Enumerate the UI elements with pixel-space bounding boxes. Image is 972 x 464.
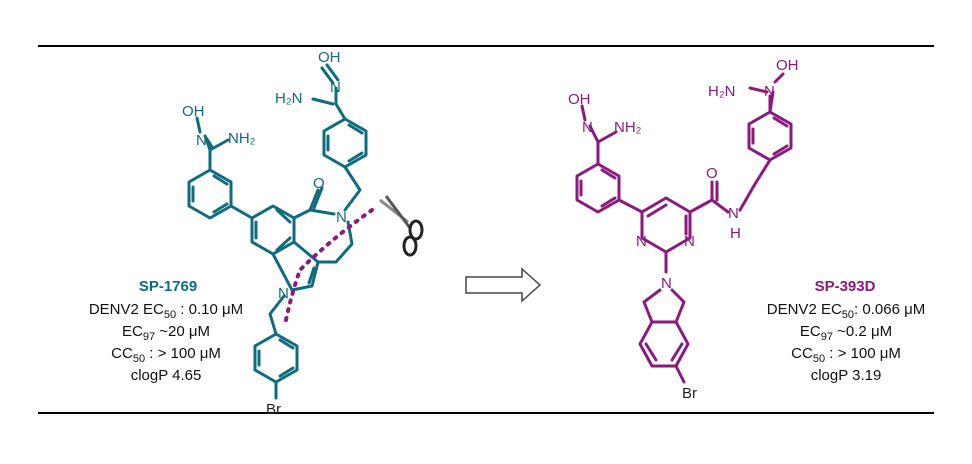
structure-sp-1769: OH N H₂N OH N NH₂ O N N Br: [182, 49, 374, 418]
right-property-line: EC97 ~0.2 μM: [800, 323, 892, 343]
atom-n-isoindoline: N: [661, 275, 672, 292]
atom-oh-left-right: OH: [568, 91, 591, 108]
property-subscript: 50: [813, 353, 825, 365]
structure-sp-393d: OH N H₂N OH N NH₂ O N H N N N Br: [568, 57, 799, 402]
property-text: CC: [111, 345, 133, 362]
atom-oh-left: OH: [182, 103, 205, 120]
property-text: clogP 3.19: [811, 367, 882, 384]
atom-n-left-right: N: [582, 119, 593, 136]
property-subscript: 50: [164, 309, 176, 321]
cleavage-line: [298, 208, 374, 272]
atom-n-amide-right: N: [728, 205, 739, 222]
right-property-line: DENV2 EC50: 0.066 μM: [767, 301, 925, 321]
atom-nh2-left-right: NH₂: [614, 119, 642, 136]
property-subscript: 50: [842, 309, 854, 321]
atom-oh-top: OH: [318, 49, 341, 66]
property-value: : > 100 μM: [825, 345, 901, 362]
left-property-line: DENV2 EC50 : 0.10 μM: [89, 301, 243, 321]
compound-name-sp-1769: SP-1769: [139, 278, 197, 295]
cleavage-line-lower: [284, 268, 302, 322]
atom-h2n-top: H₂N: [275, 90, 303, 107]
atom-n-top: N: [330, 79, 341, 96]
atom-br-left: Br: [266, 401, 281, 418]
atom-h-amide-right: H: [730, 225, 741, 242]
atom-n-amide: N: [336, 209, 347, 226]
atom-o-carbonyl: O: [313, 175, 325, 192]
scissors-icon: [379, 195, 424, 257]
right-property-line: CC50 : > 100 μM: [791, 345, 901, 365]
property-subscript: 97: [143, 331, 155, 343]
property-value: : 0.066 μM: [854, 301, 925, 318]
atom-n-pyrimidine-2: N: [684, 233, 695, 250]
atom-n-pyrimidine-1: N: [636, 233, 647, 250]
atom-nh2-left: NH₂: [228, 130, 256, 147]
property-subscript: 50: [133, 353, 145, 365]
property-text: EC: [800, 323, 821, 340]
property-value: ~0.2 μM: [833, 323, 892, 340]
property-text: EC: [122, 323, 143, 340]
compound-name-sp-393d: SP-393D: [815, 278, 876, 295]
right-property-line: clogP 3.19: [811, 367, 882, 384]
property-text: DENV2 EC: [89, 301, 164, 318]
property-subscript: 97: [821, 331, 833, 343]
atom-n-left: N: [196, 132, 207, 149]
property-text: CC: [791, 345, 813, 362]
left-property-line: clogP 4.65: [131, 367, 202, 384]
property-value: : 0.10 μM: [176, 301, 243, 318]
property-value: ~20 μM: [155, 323, 210, 340]
right-arrow-icon: [465, 267, 542, 303]
property-text: DENV2 EC: [767, 301, 842, 318]
left-property-line: CC50 : > 100 μM: [111, 345, 221, 365]
atom-h2n-top-right: H₂N: [708, 83, 736, 100]
atom-oh-top-right: OH: [776, 57, 799, 74]
atom-o-carbonyl-right: O: [706, 165, 718, 182]
atom-n-indole: N: [278, 285, 289, 302]
atom-n-top-right: N: [764, 83, 775, 100]
atom-br-right: Br: [682, 385, 697, 402]
property-value: : > 100 μM: [145, 345, 221, 362]
property-text: clogP 4.65: [131, 367, 202, 384]
left-property-line: EC97 ~20 μM: [122, 323, 210, 343]
